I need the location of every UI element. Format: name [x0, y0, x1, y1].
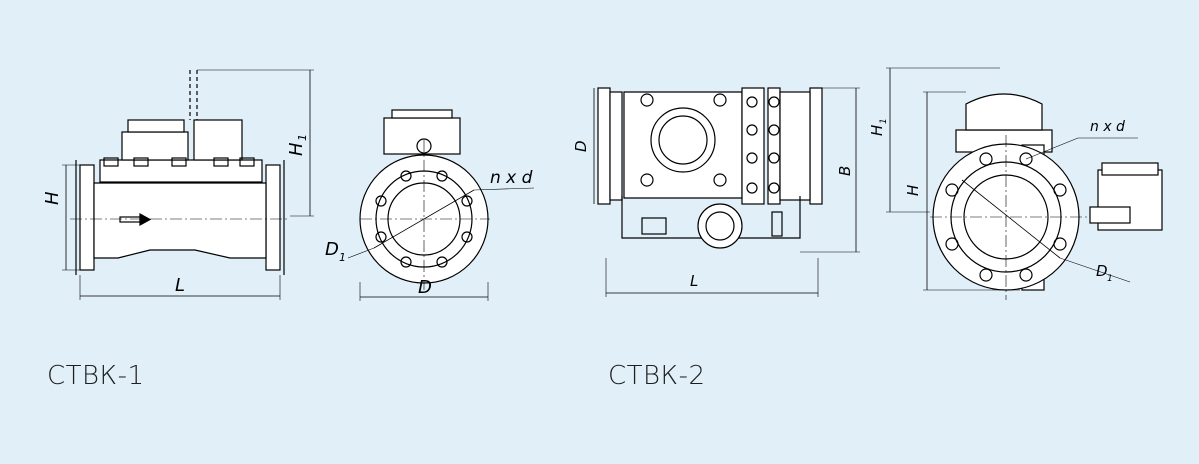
dim-label-D1-right: D [1096, 262, 1108, 280]
dim-label-L-right: L [690, 272, 698, 290]
caption-stvk1: СТВК-1 [47, 361, 145, 391]
dim-label-nxd-right: n x d [1090, 119, 1125, 135]
dim-label-H1-sub-left: 1 [296, 134, 309, 141]
dim-label-B-right: B [836, 166, 854, 176]
stvk1-side-view [62, 69, 314, 300]
dim-label-H1-left: H [286, 142, 307, 156]
dim-label-D1-sub-left: 1 [339, 251, 346, 264]
dim-label-L-left: L [175, 275, 185, 296]
stvk2-top-view [593, 87, 860, 297]
caption-stvk2: СТВК-2 [608, 361, 706, 391]
dim-label-H-right: H [904, 185, 922, 196]
stvk2-front-view [886, 67, 1163, 300]
dim-label-D-left: D [418, 277, 432, 298]
dim-label-H-left: H [42, 191, 63, 205]
dim-label-D-right: D [572, 140, 590, 152]
dim-label-H1-sub-right: 1 [879, 118, 889, 124]
dim-label-D1-left: D [325, 239, 339, 260]
stvk1-front-view [347, 109, 535, 301]
dim-label-nxd-left: n x d [490, 168, 533, 188]
dim-label-D1-sub-right: 1 [1107, 274, 1113, 284]
dim-label-H1-right: H [868, 125, 886, 136]
